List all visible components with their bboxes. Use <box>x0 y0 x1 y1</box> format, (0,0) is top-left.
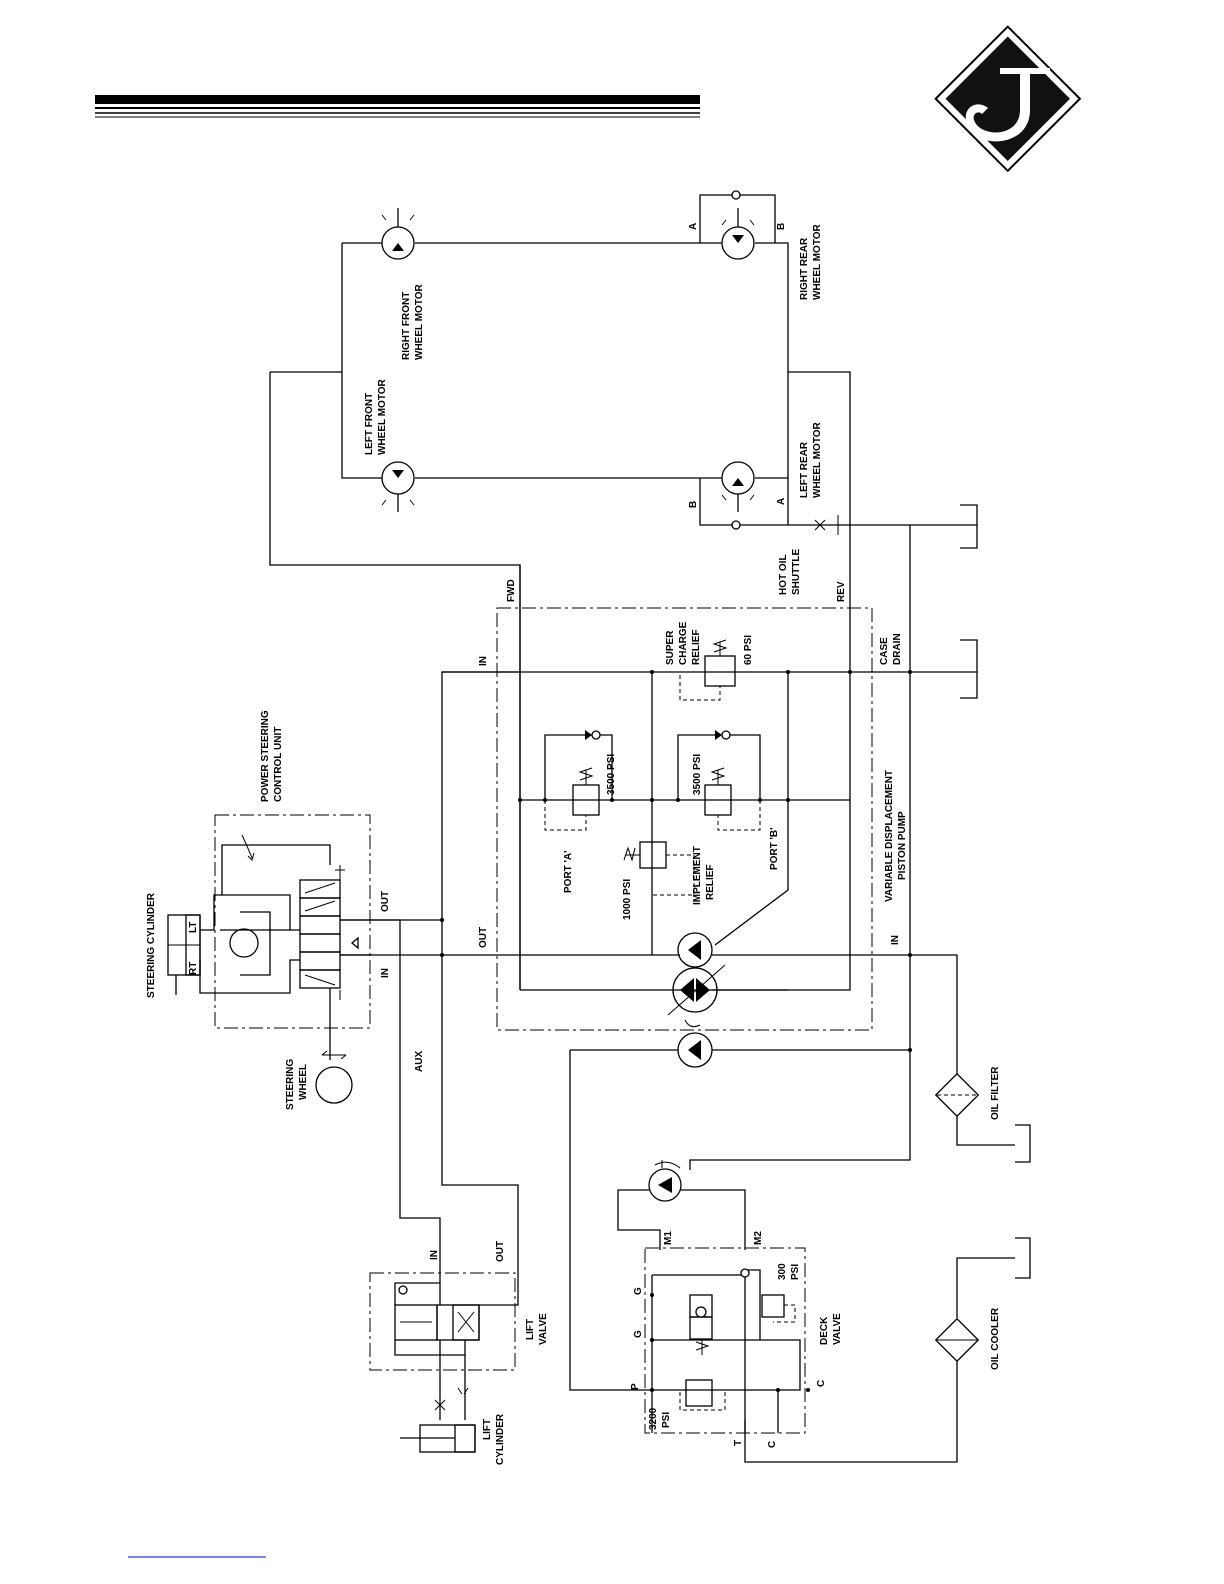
pump-in-label: IN <box>478 656 489 666</box>
steering-cylinder-label: STEERING CYLINDER <box>146 892 157 998</box>
psi-3500-a-label: 3500 PSI <box>606 754 617 795</box>
rf-motor-label-2: WHEEL MOTOR <box>414 283 425 360</box>
power-steering-unit: POWER STEERING CONTROL UNIT OUT IN STEER… <box>199 710 441 1262</box>
psi-3200-label-1: 3200 <box>648 1407 659 1430</box>
vdp-label-1: VARIABLE DISPLACEMENT <box>884 770 895 902</box>
rev-label: REV <box>836 581 847 602</box>
port-a-label: PORT 'A' <box>563 850 574 893</box>
hot-oil-shuttle-label-1: HOT OIL <box>778 554 789 595</box>
psi-3500-b-label: 3500 PSI <box>692 754 703 795</box>
psi-300-label-2: PSI <box>790 1264 801 1280</box>
rt-label: RT <box>188 962 199 975</box>
super-charge-label-3: RELIEF <box>691 629 702 665</box>
psu-out-label: OUT <box>380 891 391 912</box>
m2-label: M2 <box>753 1231 764 1245</box>
psu-in-label: IN <box>380 968 391 978</box>
deck-valve-label-1: DECK <box>819 1316 830 1345</box>
lv-in-label: IN <box>429 1250 440 1260</box>
c2-label: C <box>816 1380 827 1387</box>
lift-valve-label-1: LIFT <box>525 1319 536 1340</box>
lv-out-label: OUT <box>495 1241 506 1262</box>
oil-filter-label: OIL FILTER <box>990 1066 1001 1120</box>
rr-motor-label-2: WHEEL MOTOR <box>812 223 823 300</box>
lt-label: LT <box>188 922 199 933</box>
deck-valve-label-2: VALVE <box>832 1313 843 1345</box>
steering-wheel-label-2: WHEEL <box>298 1064 309 1100</box>
piston-pump-block: FWD REV HOT OIL SHUTTLE CASE DRAIN SUPER… <box>442 525 977 1068</box>
case-drain-label-1: CASE <box>879 637 890 665</box>
oil-cooler-label: OIL COOLER <box>990 1307 1001 1370</box>
aux-label: AUX <box>414 1051 425 1072</box>
lr-motor-label-1: LEFT REAR <box>799 441 810 498</box>
pump-in2-label: IN <box>890 935 901 945</box>
port-b-label: PORT 'B' <box>769 827 780 870</box>
hot-oil-shuttle-label-2: SHUTTLE <box>791 549 802 595</box>
g1-label: G <box>633 1287 644 1295</box>
p-label: P <box>630 1383 641 1390</box>
psi-60-label: 60 PSI <box>743 635 754 665</box>
rr-motor-label-1: RIGHT REAR <box>799 237 810 300</box>
lift-cylinder-label-1: LIFT <box>482 1419 493 1440</box>
case-drain-label-2: DRAIN <box>892 633 903 665</box>
implement-relief-label-2: RELIEF <box>705 864 716 900</box>
c1-label: C <box>767 1441 778 1448</box>
port-b2-label: B <box>688 501 699 508</box>
lf-motor-label-1: LEFT FRONT <box>364 393 375 455</box>
rf-motor-label-1: RIGHT FRONT <box>401 292 412 360</box>
psu-label-1: POWER STEERING <box>260 710 271 802</box>
port-b1-label: B <box>776 223 787 230</box>
main-lines: AUX IN OUT <box>269 371 680 1270</box>
steering-cylinder: STEERING CYLINDER LT RT <box>146 892 201 998</box>
lift-valve-label-2: VALVE <box>538 1313 549 1345</box>
psi-1000-label: 1000 PSI <box>622 879 633 920</box>
psu-label-2: CONTROL UNIT <box>273 727 284 802</box>
g2-label: G <box>633 1330 644 1338</box>
vdp-label-2: PISTON PUMP <box>897 811 908 880</box>
reservoirs <box>960 504 1031 1279</box>
steering-wheel-label-1: STEERING <box>285 1059 296 1110</box>
super-charge-label-2: CHARGE <box>678 621 689 665</box>
lf-motor-label-2: WHEEL MOTOR <box>377 378 388 455</box>
oil-filter: OIL FILTER <box>910 954 1015 1146</box>
t-label: T <box>733 1440 744 1446</box>
fwd-label: FWD <box>506 579 517 602</box>
m1-label: M1 <box>663 1231 674 1245</box>
implement-relief-label-1: IMPLEMENT <box>692 846 703 905</box>
lr-motor-label-2: WHEEL MOTOR <box>812 421 823 498</box>
lift-cylinder: LIFT CYLINDER <box>400 1413 506 1465</box>
oil-cooler: OIL COOLER <box>744 1257 1015 1463</box>
psi-300-label-1: 300 <box>777 1263 788 1280</box>
lift-valve: IN OUT LIFT VALVE <box>369 1241 549 1420</box>
super-charge-label-1: SUPER <box>665 630 676 665</box>
header-bars <box>95 95 700 118</box>
pump-out-label: OUT <box>478 927 489 948</box>
wheel-motors: LEFT FRONT WHEEL MOTOR RIGHT FRONT WHEEL… <box>341 190 977 1170</box>
psi-3200-label-2: PSI <box>661 1412 672 1428</box>
diamond-j-logo <box>934 25 1082 173</box>
port-a2-label: A <box>776 498 787 505</box>
port-a1-label: A <box>688 223 699 230</box>
deck-valve: M1 M2 G G P T C C 300 PSI 3200 PSI DECK … <box>569 1050 843 1448</box>
lift-cylinder-label-2: CYLINDER <box>495 1413 506 1465</box>
